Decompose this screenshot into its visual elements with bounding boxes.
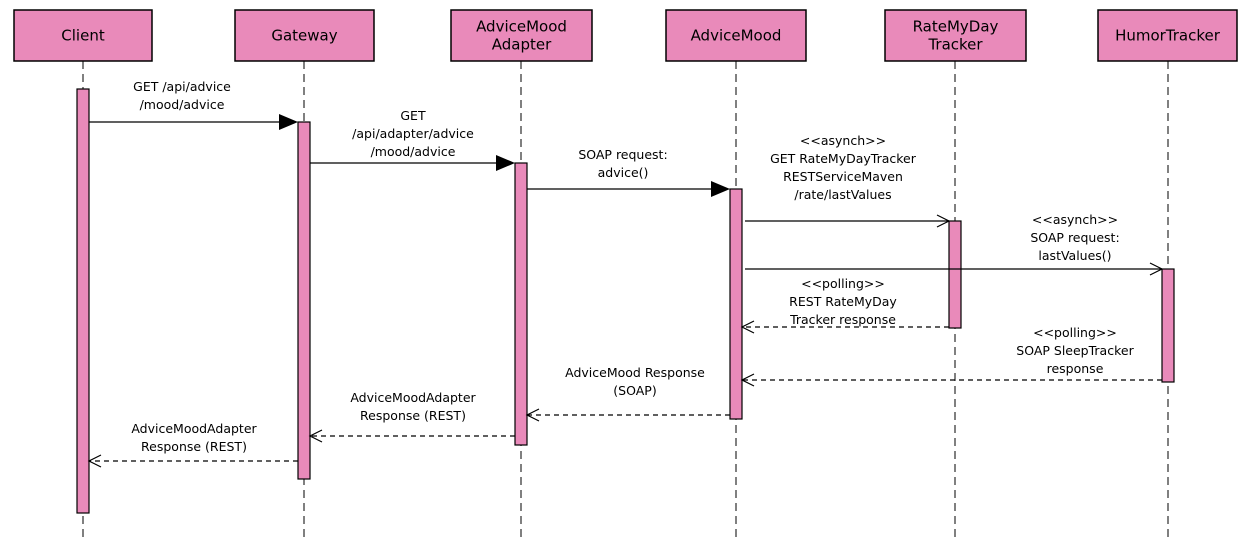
activation-humor <box>1161 268 1175 383</box>
message-get-adapter-advice-label: GET <box>400 108 426 123</box>
message-adapter-response-2-label: AdviceMoodAdapter <box>131 421 257 436</box>
message-polling-soap-response-label: <<polling>> <box>1033 325 1117 340</box>
activation-client <box>76 88 90 514</box>
message-async-rate-get-arrowhead <box>936 214 951 228</box>
participant-gateway-label: Gateway <box>271 27 337 45</box>
message-soap-advice-label: SOAP request: <box>578 147 667 162</box>
participant-humor-box <box>1097 9 1238 62</box>
activation-gateway <box>297 121 311 480</box>
activation-adapter <box>514 162 528 446</box>
activation-advicemood <box>729 188 743 420</box>
message-async-soap-lastvalues-label: SOAP request: <box>1030 230 1119 245</box>
participant-ratemyday-box <box>884 9 1027 62</box>
message-async-rate-get-label: GET RateMyDayTracker <box>770 151 917 166</box>
message-get-adapter-advice-label: /mood/advice <box>371 144 456 159</box>
message-get-api-advice-arrowhead <box>279 114 298 130</box>
message-polling-rest-response-label: <<polling>> <box>801 276 885 291</box>
message-polling-rest-response-label: Tracker response <box>789 312 896 327</box>
message-async-rate-get-label: RESTServiceMaven <box>783 169 903 184</box>
message-advicemood-response-label: AdviceMood Response <box>565 365 705 380</box>
participant-adapter-box <box>450 9 593 62</box>
message-get-adapter-advice-arrowhead <box>496 155 515 171</box>
participant-client-label: Client <box>61 27 105 45</box>
message-get-api-advice-label: GET /api/advice <box>133 79 231 94</box>
message-adapter-response-2-label: Response (REST) <box>141 439 247 454</box>
message-get-api-advice-label: /mood/advice <box>140 97 225 112</box>
message-polling-soap-response-label: SOAP SleepTracker <box>1016 343 1134 358</box>
message-get-adapter-advice-label: /api/adapter/advice <box>352 126 474 141</box>
message-async-rate-get-label: /rate/lastValues <box>794 187 891 202</box>
participant-gateway-box <box>234 9 375 62</box>
participant-adapter-label: Adapter <box>492 36 552 54</box>
message-async-rate-get-label: <<asynch>> <box>800 133 886 148</box>
message-async-soap-lastvalues-arrowhead <box>1149 262 1164 276</box>
message-soap-advice-arrowhead <box>711 181 730 197</box>
participant-humor-label: HumorTracker <box>1115 27 1221 45</box>
participant-client-box <box>13 9 153 62</box>
message-adapter-response-1-label: AdviceMoodAdapter <box>350 390 476 405</box>
message-polling-rest-response-label: REST RateMyDay <box>789 294 897 309</box>
participant-adapter-label: AdviceMood <box>476 18 567 36</box>
message-polling-soap-response-arrowhead <box>740 373 755 387</box>
message-adapter-response-1-label: Response (REST) <box>360 408 466 423</box>
message-soap-advice-label: advice() <box>598 165 649 180</box>
participant-ratemyday-label: RateMyDay <box>913 18 999 36</box>
message-adapter-response-2-arrowhead <box>87 454 102 468</box>
participant-ratemyday-label: Tracker <box>927 36 983 54</box>
message-polling-rest-response-arrowhead <box>740 320 755 334</box>
message-advicemood-response-label: (SOAP) <box>613 383 656 398</box>
message-adapter-response-1-arrowhead <box>308 429 323 443</box>
message-async-soap-lastvalues-label: lastValues() <box>1038 248 1111 263</box>
participant-advicemood-box <box>665 9 807 62</box>
message-polling-soap-response-label: response <box>1047 361 1104 376</box>
activation-ratemyday <box>948 220 962 329</box>
message-advicemood-response-arrowhead <box>525 408 540 422</box>
message-async-soap-lastvalues-label: <<asynch>> <box>1032 212 1118 227</box>
participant-advicemood-label: AdviceMood <box>691 27 782 45</box>
